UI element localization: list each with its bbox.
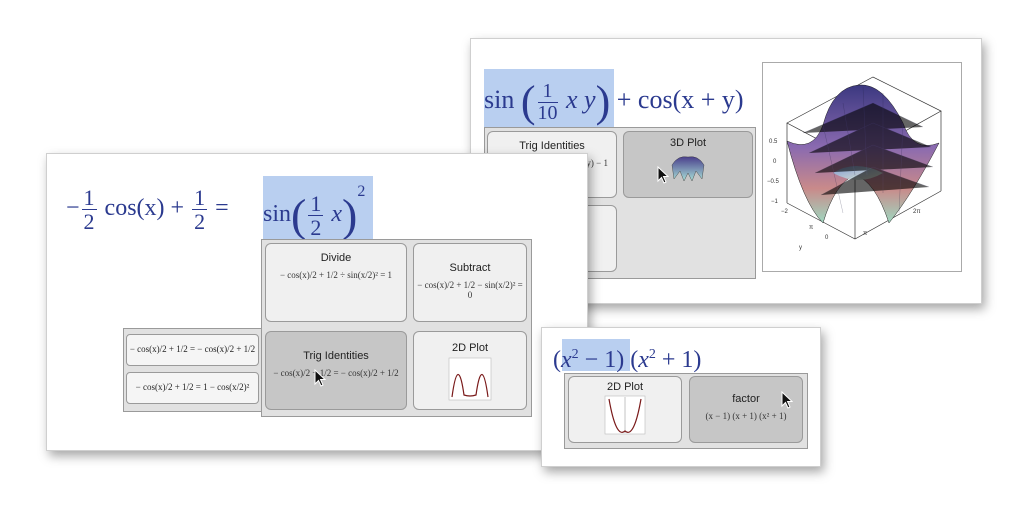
tick-label: π	[863, 231, 867, 237]
subtract-button[interactable]: Subtract − cos(x)/2 + 1/2 − sin(x/2)² = …	[413, 243, 527, 322]
fraction-denominator: 10	[537, 101, 558, 124]
tick-label: −2	[781, 209, 789, 215]
2d-plot-thumbnail	[448, 357, 492, 401]
tick-label: 0.5	[769, 139, 778, 145]
trig-identities-button[interactable]: Trig Identities − cos(x)/2 + 1/2 = − cos…	[265, 331, 407, 410]
fraction-numerator: 1	[537, 80, 558, 103]
sin-fn: sin	[484, 85, 515, 114]
factor-button[interactable]: factor (x − 1) (x + 1) (x² + 1)	[689, 376, 803, 443]
expression-polynomial[interactable]: (x2 − 1) (x2 + 1)	[553, 347, 702, 373]
tick-label: 0	[773, 159, 777, 165]
tick-label: −1	[771, 199, 779, 205]
3d-plot-panel: 0.5 0 −0.5 −1 −2 π 0 π 2π y	[762, 62, 962, 272]
2d-plot-button[interactable]: 2D Plot	[413, 331, 527, 410]
selection-highlight	[484, 69, 614, 129]
tick-label: 2π	[913, 209, 920, 215]
divide-button[interactable]: Divide − cos(x)/2 + 1/2 ÷ sin(x/2)² = 1	[265, 243, 407, 322]
axis-label: y	[799, 245, 802, 251]
3d-plot-thumbnail	[671, 156, 705, 182]
cos-sum: + cos(x + y)	[616, 85, 744, 114]
2d-plot-button[interactable]: 2D Plot	[568, 376, 682, 443]
tick-label: π	[809, 225, 813, 231]
identity-option-1[interactable]: − cos(x)/2 + 1/2 = − cos(x)/2 + 1/2	[126, 334, 259, 366]
3d-plot-button[interactable]: 3D Plot	[623, 131, 753, 198]
2d-plot-thumbnail	[604, 395, 646, 435]
selection-highlight	[263, 176, 373, 240]
3d-surface-plot: 0.5 0 −0.5 −1 −2 π 0 π 2π y	[767, 76, 942, 251]
variables-xy: x y	[566, 85, 596, 114]
identity-option-2[interactable]: − cos(x)/2 + 1/2 = 1 − cos(x/2)²	[126, 372, 259, 404]
tick-label: 0	[825, 235, 829, 241]
selection-highlight	[562, 339, 630, 371]
cos-x: cos(x)	[104, 195, 165, 221]
tick-label: −0.5	[767, 179, 780, 185]
